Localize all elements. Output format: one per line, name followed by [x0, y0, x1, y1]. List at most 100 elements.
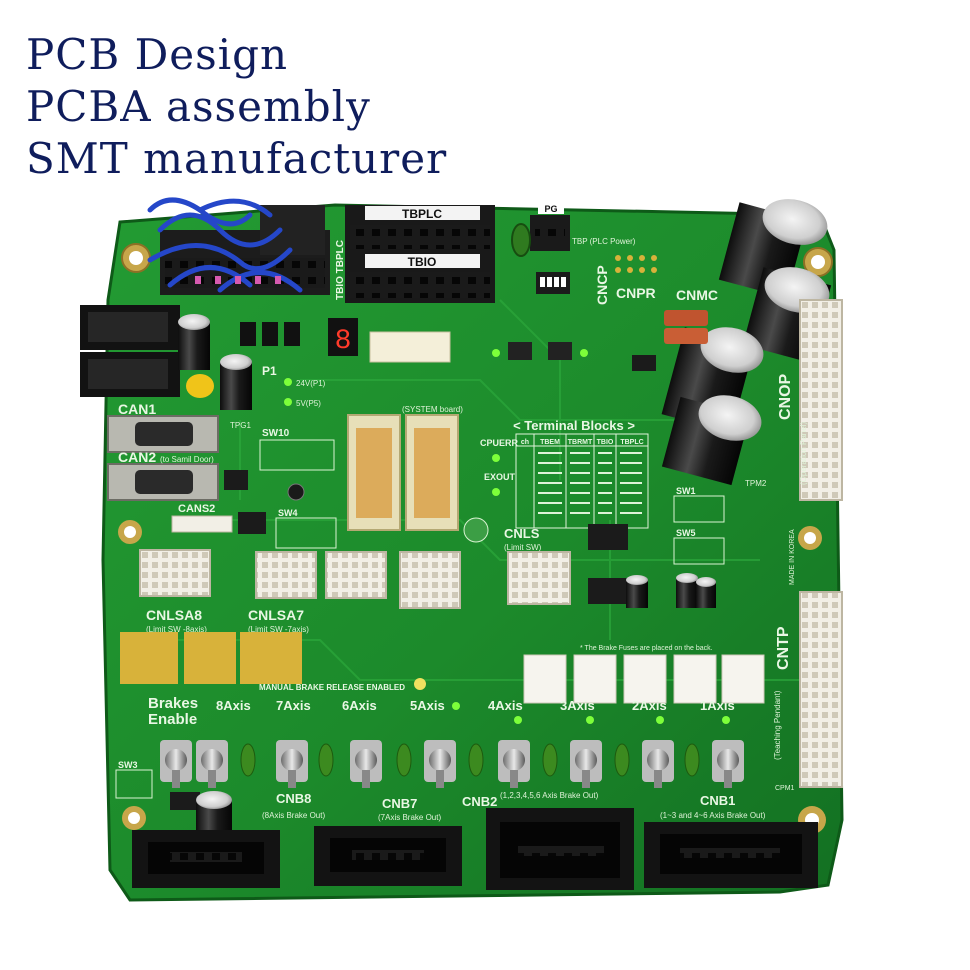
terminal-block-tbio: TBIO — [345, 253, 495, 303]
can2-label: CAN2 — [118, 449, 156, 465]
cnlsa8-sub-label: (Limit SW -8axis) — [146, 625, 207, 634]
sw3-box — [115, 769, 153, 799]
manual-brake-label: MANUAL BRAKE RELEASE ENABLED — [259, 683, 405, 692]
sw5-box — [673, 537, 725, 565]
relays — [347, 414, 459, 531]
terminal-blocks-title: < Terminal Blocks > — [513, 418, 635, 433]
terminal-table-rows — [538, 452, 642, 514]
connector-cnop — [799, 299, 843, 501]
toggle-switch — [196, 740, 228, 788]
axis6-label: 6Axis — [342, 698, 377, 713]
axis2-label: 2Axis — [632, 698, 667, 713]
ic-row-top — [240, 322, 300, 346]
cnb7-sub-label: (7Axis Brake Out) — [378, 813, 441, 822]
button-round — [287, 483, 305, 501]
db9-can2 — [107, 463, 219, 501]
cnb1-label: CNB1 — [700, 793, 735, 808]
led-manual-brake — [414, 678, 426, 690]
toggle-switch — [642, 740, 674, 788]
dip-switch-can — [224, 470, 248, 490]
exout-label: EXOUT — [484, 472, 516, 482]
toggle-switches — [160, 740, 744, 788]
dip-switch-sw3 — [170, 792, 200, 810]
db9-can1 — [107, 415, 219, 453]
brake-connector-cnb1 — [644, 822, 818, 888]
system-board-label: (SYSTEM board) — [402, 405, 463, 414]
brakes-label: Brakes — [148, 695, 198, 712]
cnlsa7-label: CNLSA7 — [248, 607, 304, 623]
sw10-label: SW10 — [262, 428, 290, 439]
white-header-center — [369, 331, 451, 363]
led-24v — [284, 378, 292, 386]
electrolytic-capacitor-bottom-left — [196, 791, 232, 844]
fuses-note: * The Brake Fuses are placed on the back… — [580, 645, 713, 652]
sw10-box — [259, 439, 335, 471]
molex-connectors-row — [139, 549, 571, 609]
dip-switch-top — [536, 272, 570, 294]
toggle-switch — [570, 740, 602, 788]
axis3-label: 3Axis — [560, 698, 595, 713]
blue-wire-bundle — [147, 197, 303, 293]
tpg1-label: TPG1 — [230, 421, 251, 430]
cnpr-label: CNPR — [616, 285, 656, 301]
cnb8-label: CNB8 — [276, 791, 311, 806]
cnb2-sub-label: (1,2,3,4,5,6 Axis Brake Out) — [500, 791, 599, 800]
led-5v — [284, 398, 292, 406]
cnb2-label: CNB2 — [462, 794, 497, 809]
th-tbplc: TBPLC — [620, 439, 643, 446]
pg-label: PG — [544, 204, 557, 214]
tact-switches-center — [492, 342, 588, 360]
cpuerr-label: CPUERR — [480, 438, 519, 448]
mounting-holes — [118, 243, 833, 834]
axis-leds — [452, 702, 730, 724]
terminal-block-tbplc: TBPLC — [345, 205, 495, 253]
dip-switch-sw4 — [238, 512, 266, 534]
toggle-switch — [160, 740, 192, 788]
made-in-korea-label: MADE IN KOREA — [789, 529, 796, 585]
headline-smt-manufacturer: SMT manufacturer — [26, 134, 448, 183]
brake-connector-cnb2 — [486, 808, 634, 890]
tpm2-label: TPM2 — [745, 479, 767, 488]
tbio-label: TBIO — [408, 255, 437, 269]
can2-sub-label: (to Samil Door) — [160, 455, 214, 464]
plc-power-label: TBP (PLC Power) — [572, 237, 636, 246]
toggle-switch — [424, 740, 456, 788]
sw1-label: SW1 — [676, 486, 696, 496]
brake-connector-cnb7 — [314, 826, 462, 886]
sw1-box — [673, 495, 725, 523]
th-tbem: TBEM — [540, 439, 560, 446]
sw4-label: SW4 — [278, 508, 298, 518]
teaching-pendant-label: (Teaching Pendant) — [773, 690, 782, 760]
cans2-header — [171, 515, 233, 533]
th-ch: ch — [521, 439, 529, 446]
yellow-capacitor — [186, 374, 214, 398]
cnlsa8-label: CNLSA8 — [146, 607, 202, 623]
cnop-label: CNOP — [777, 373, 794, 420]
electrolytic-capacitors-large — [661, 199, 832, 486]
cnb7-label: CNB7 — [382, 796, 417, 811]
sw4-box — [275, 517, 337, 549]
cntp-label: CNTP — [775, 626, 792, 670]
seven-segment-display: 8 — [328, 318, 358, 357]
power-connectors-black — [80, 305, 180, 397]
toggle-switch — [712, 740, 744, 788]
cnls-label: CNLS — [504, 526, 540, 541]
electrolytic-capacitors-small-left — [178, 314, 252, 410]
cnlsa7-sub-label: (Limit SW -7axis) — [248, 625, 309, 634]
axis4-label: 4Axis — [488, 698, 523, 713]
fuse-holders — [523, 654, 765, 704]
dip-switch-right-2 — [588, 578, 628, 604]
axis8-label: 8Axis — [216, 698, 251, 713]
operation-panel-label: (Operation Panel) — [799, 422, 808, 485]
th-tbrmt: TBRMT — [568, 439, 593, 446]
toggle-switch — [350, 740, 382, 788]
inductor-ring — [511, 223, 531, 257]
led-cpuerr — [492, 454, 500, 462]
electrolytic-capacitors-mid-right — [626, 573, 716, 608]
connector-cntp — [799, 591, 843, 788]
gold-pads-limit-sw — [120, 632, 302, 684]
brake-connector-cnb8 — [132, 830, 280, 888]
tbplc-label: TBPLC — [402, 207, 442, 221]
sw3-label: SW3 — [118, 760, 138, 770]
cncp-label: CNCP — [594, 265, 610, 305]
